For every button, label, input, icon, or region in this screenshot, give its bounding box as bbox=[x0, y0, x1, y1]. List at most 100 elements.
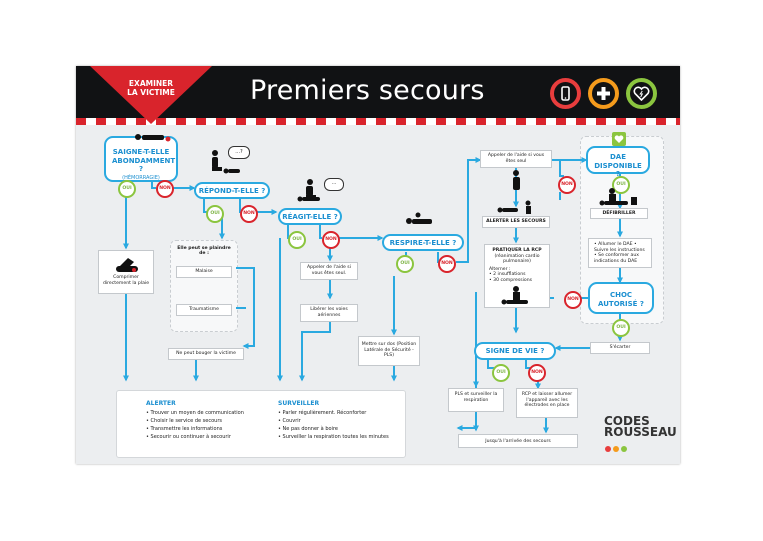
action-rcp-continue: RCP et laisser allumer l'appareil avec l… bbox=[516, 388, 578, 418]
alerter-item-1: • Trouver un moyen de communication bbox=[146, 410, 244, 416]
answer-yes-shock: OUI bbox=[612, 319, 630, 337]
action-pls-monitor-label: PLS et surveiller la respiration bbox=[454, 392, 498, 403]
action-call-help-alone: Appeler de l'aide si vous êtes seul bbox=[480, 150, 552, 168]
action-trauma: Traumatisme bbox=[176, 304, 232, 316]
action-defibrillate-label: DÉFIBRILLER bbox=[602, 211, 636, 216]
answer-no-responds: NON bbox=[240, 205, 258, 223]
answer-no-reacts: NON bbox=[322, 231, 340, 249]
action-pls-monitor: PLS et surveiller la respiration bbox=[448, 388, 504, 412]
examine-badge-text: EXAMINER LA VICTIME bbox=[104, 79, 198, 97]
responder-kneeling-pictogram bbox=[212, 150, 240, 174]
action-clear-airways: Libérer les voies aériennes bbox=[300, 304, 358, 322]
question-shock: CHOC AUTORISÉ ? bbox=[588, 282, 654, 314]
examine-line2: LA VICTIME bbox=[127, 87, 175, 97]
phone-icon bbox=[550, 78, 581, 109]
rcp-compressions: • 30 compressions bbox=[489, 277, 532, 283]
action-faint-label: Malaise bbox=[195, 269, 213, 274]
answer-no-bleeding: NON bbox=[156, 180, 174, 198]
alert-pictogram bbox=[497, 200, 531, 214]
action-cant-move: Ne peut bouger la victime bbox=[168, 348, 244, 360]
logo-dots bbox=[605, 446, 627, 452]
alerter-item-4: • Secourir ou continuer à secourir bbox=[146, 434, 231, 440]
hazard-stripes bbox=[76, 118, 680, 125]
defibrillator-pictogram bbox=[599, 188, 637, 206]
action-trauma-label: Traumatisme bbox=[189, 307, 219, 312]
compress-hand-pictogram bbox=[116, 258, 138, 272]
question-reacts: RÉAGIT-ELLE ? bbox=[278, 208, 342, 225]
panel-alerter-surveiller bbox=[116, 390, 406, 458]
answer-yes-sign-of-life: OUI bbox=[492, 364, 510, 382]
rcp-subtitle: (réanimation cardio pulmonaire) bbox=[494, 253, 540, 265]
answer-yes-breathes: OUI bbox=[396, 255, 414, 273]
action-step-back-label: S'écarter bbox=[609, 345, 631, 350]
action-clear-airways-label: Libérer les voies aériennes bbox=[310, 307, 348, 318]
action-compress-label: Comprimer directement la plaie bbox=[102, 275, 150, 286]
cpr-pictogram bbox=[501, 286, 528, 305]
answer-yes-reacts: OUI bbox=[288, 231, 306, 249]
logo-line1: CODES bbox=[604, 414, 650, 428]
phone-call-pictogram bbox=[513, 170, 520, 190]
question-breathes-label: RESPIRE-T-ELLE ? bbox=[389, 239, 457, 247]
speech-bubble-dots: ... bbox=[324, 178, 344, 191]
action-call-help: Appeler de l'aide si vous êtes seul. bbox=[300, 262, 358, 280]
action-call-help-label: Appeler de l'aide si vous êtes seul. bbox=[307, 265, 351, 276]
speech-bubble-question: ...? bbox=[228, 146, 250, 159]
action-call-help-alone-label: Appeler de l'aide si vous êtes seul bbox=[487, 153, 545, 164]
aed-sign-icon bbox=[612, 132, 626, 146]
bleeding-victim-pictogram bbox=[135, 134, 171, 142]
plus-icon bbox=[588, 78, 619, 109]
question-sign-of-life-label: SIGNE DE VIE ? bbox=[485, 347, 545, 355]
rcp-title: PRATIQUER LA RCP bbox=[492, 248, 542, 253]
action-step-back: S'écarter bbox=[590, 342, 650, 354]
answer-yes-dae: OUI bbox=[612, 176, 630, 194]
answer-no-dae: NON bbox=[558, 176, 576, 194]
question-shock-label: CHOC AUTORISÉ ? bbox=[598, 291, 644, 308]
question-responds: RÉPOND-T-ELLE ? bbox=[194, 182, 270, 199]
heart-defib-icon bbox=[626, 78, 657, 109]
surveiller-item-3: • Ne pas donner à boire bbox=[278, 426, 338, 432]
rcp-insufflations: • 2 insufflations bbox=[489, 272, 526, 278]
action-alert-rescue: ALERTER LES SECOURS bbox=[482, 216, 550, 228]
logo-line2: ROUSSEAU bbox=[604, 425, 677, 439]
action-until-rescue: Jusqu'à l'arrivée des secours bbox=[458, 434, 578, 448]
action-alert-rescue-label: ALERTER LES SECOURS bbox=[486, 219, 546, 224]
answer-no-breathes: NON bbox=[438, 255, 456, 273]
breathing-check-pictogram bbox=[406, 212, 432, 224]
responder-check-pictogram bbox=[297, 179, 320, 202]
page-title: Premiers secours bbox=[250, 75, 485, 106]
surveiller-item-1: • Parler régulièrement. Réconforter bbox=[278, 410, 367, 416]
panel-complaints bbox=[170, 240, 238, 332]
examine-badge bbox=[90, 66, 212, 124]
alerter-item-2: • Choisir le service de secours bbox=[146, 418, 222, 424]
question-bleeding: SAIGNE-T-ELLE ABONDAMMENT ? (HÉMORRAGIE) bbox=[104, 136, 178, 182]
question-sign-of-life: SIGNE DE VIE ? bbox=[474, 342, 556, 360]
action-faint: Malaise bbox=[176, 266, 232, 278]
question-responds-label: RÉPOND-T-ELLE ? bbox=[198, 187, 266, 195]
surveiller-title: SURVEILLER bbox=[278, 400, 320, 407]
alerter-title: ALERTER bbox=[146, 400, 176, 407]
question-bleeding-label: SAIGNE-T-ELLE ABONDAMMENT ? bbox=[112, 148, 176, 173]
complaints-label: Elle peut se plaindre de : bbox=[177, 246, 231, 256]
action-cant-move-label: Ne peut bouger la victime bbox=[176, 351, 236, 356]
answer-no-shock: NON bbox=[564, 291, 582, 309]
action-pls: Mettre sur dos (Position Latérale de Séc… bbox=[358, 336, 420, 366]
question-dae-label: DAE DISPONIBLE ? bbox=[594, 153, 642, 178]
question-dae: DAE DISPONIBLE ? bbox=[586, 146, 650, 178]
action-dae-steps: • Allumer le DAE • Suivre les instructio… bbox=[588, 238, 652, 268]
surveiller-item-2: • Couvrir bbox=[278, 418, 301, 424]
action-rcp-continue-label: RCP et laisser allumer l'appareil avec l… bbox=[521, 392, 573, 409]
alerter-item-3: • Transmettre les informations bbox=[146, 426, 223, 432]
action-defibrillate: DÉFIBRILLER bbox=[590, 208, 648, 219]
answer-yes-bleeding: OUI bbox=[118, 180, 136, 198]
question-breathes: RESPIRE-T-ELLE ? bbox=[382, 234, 464, 251]
rcp-alternate: Alterner : bbox=[489, 266, 511, 272]
action-until-rescue-label: Jusqu'à l'arrivée des secours bbox=[485, 439, 551, 444]
examine-line1: EXAMINER bbox=[128, 79, 174, 88]
dae-steps-label: • Allumer le DAE • Suivre les instructio… bbox=[594, 242, 645, 264]
question-reacts-label: RÉAGIT-ELLE ? bbox=[282, 213, 338, 221]
answer-no-sign-of-life: NON bbox=[528, 364, 546, 382]
question-bleeding-sub: (HÉMORRAGIE) bbox=[122, 174, 160, 181]
codes-rousseau-logo: CODES ROUSSEAU bbox=[604, 414, 677, 456]
action-pls-label: Mettre sur dos (Position Latérale de Séc… bbox=[361, 342, 417, 359]
first-aid-poster: EXAMINER LA VICTIME Premiers secours bbox=[76, 66, 680, 464]
